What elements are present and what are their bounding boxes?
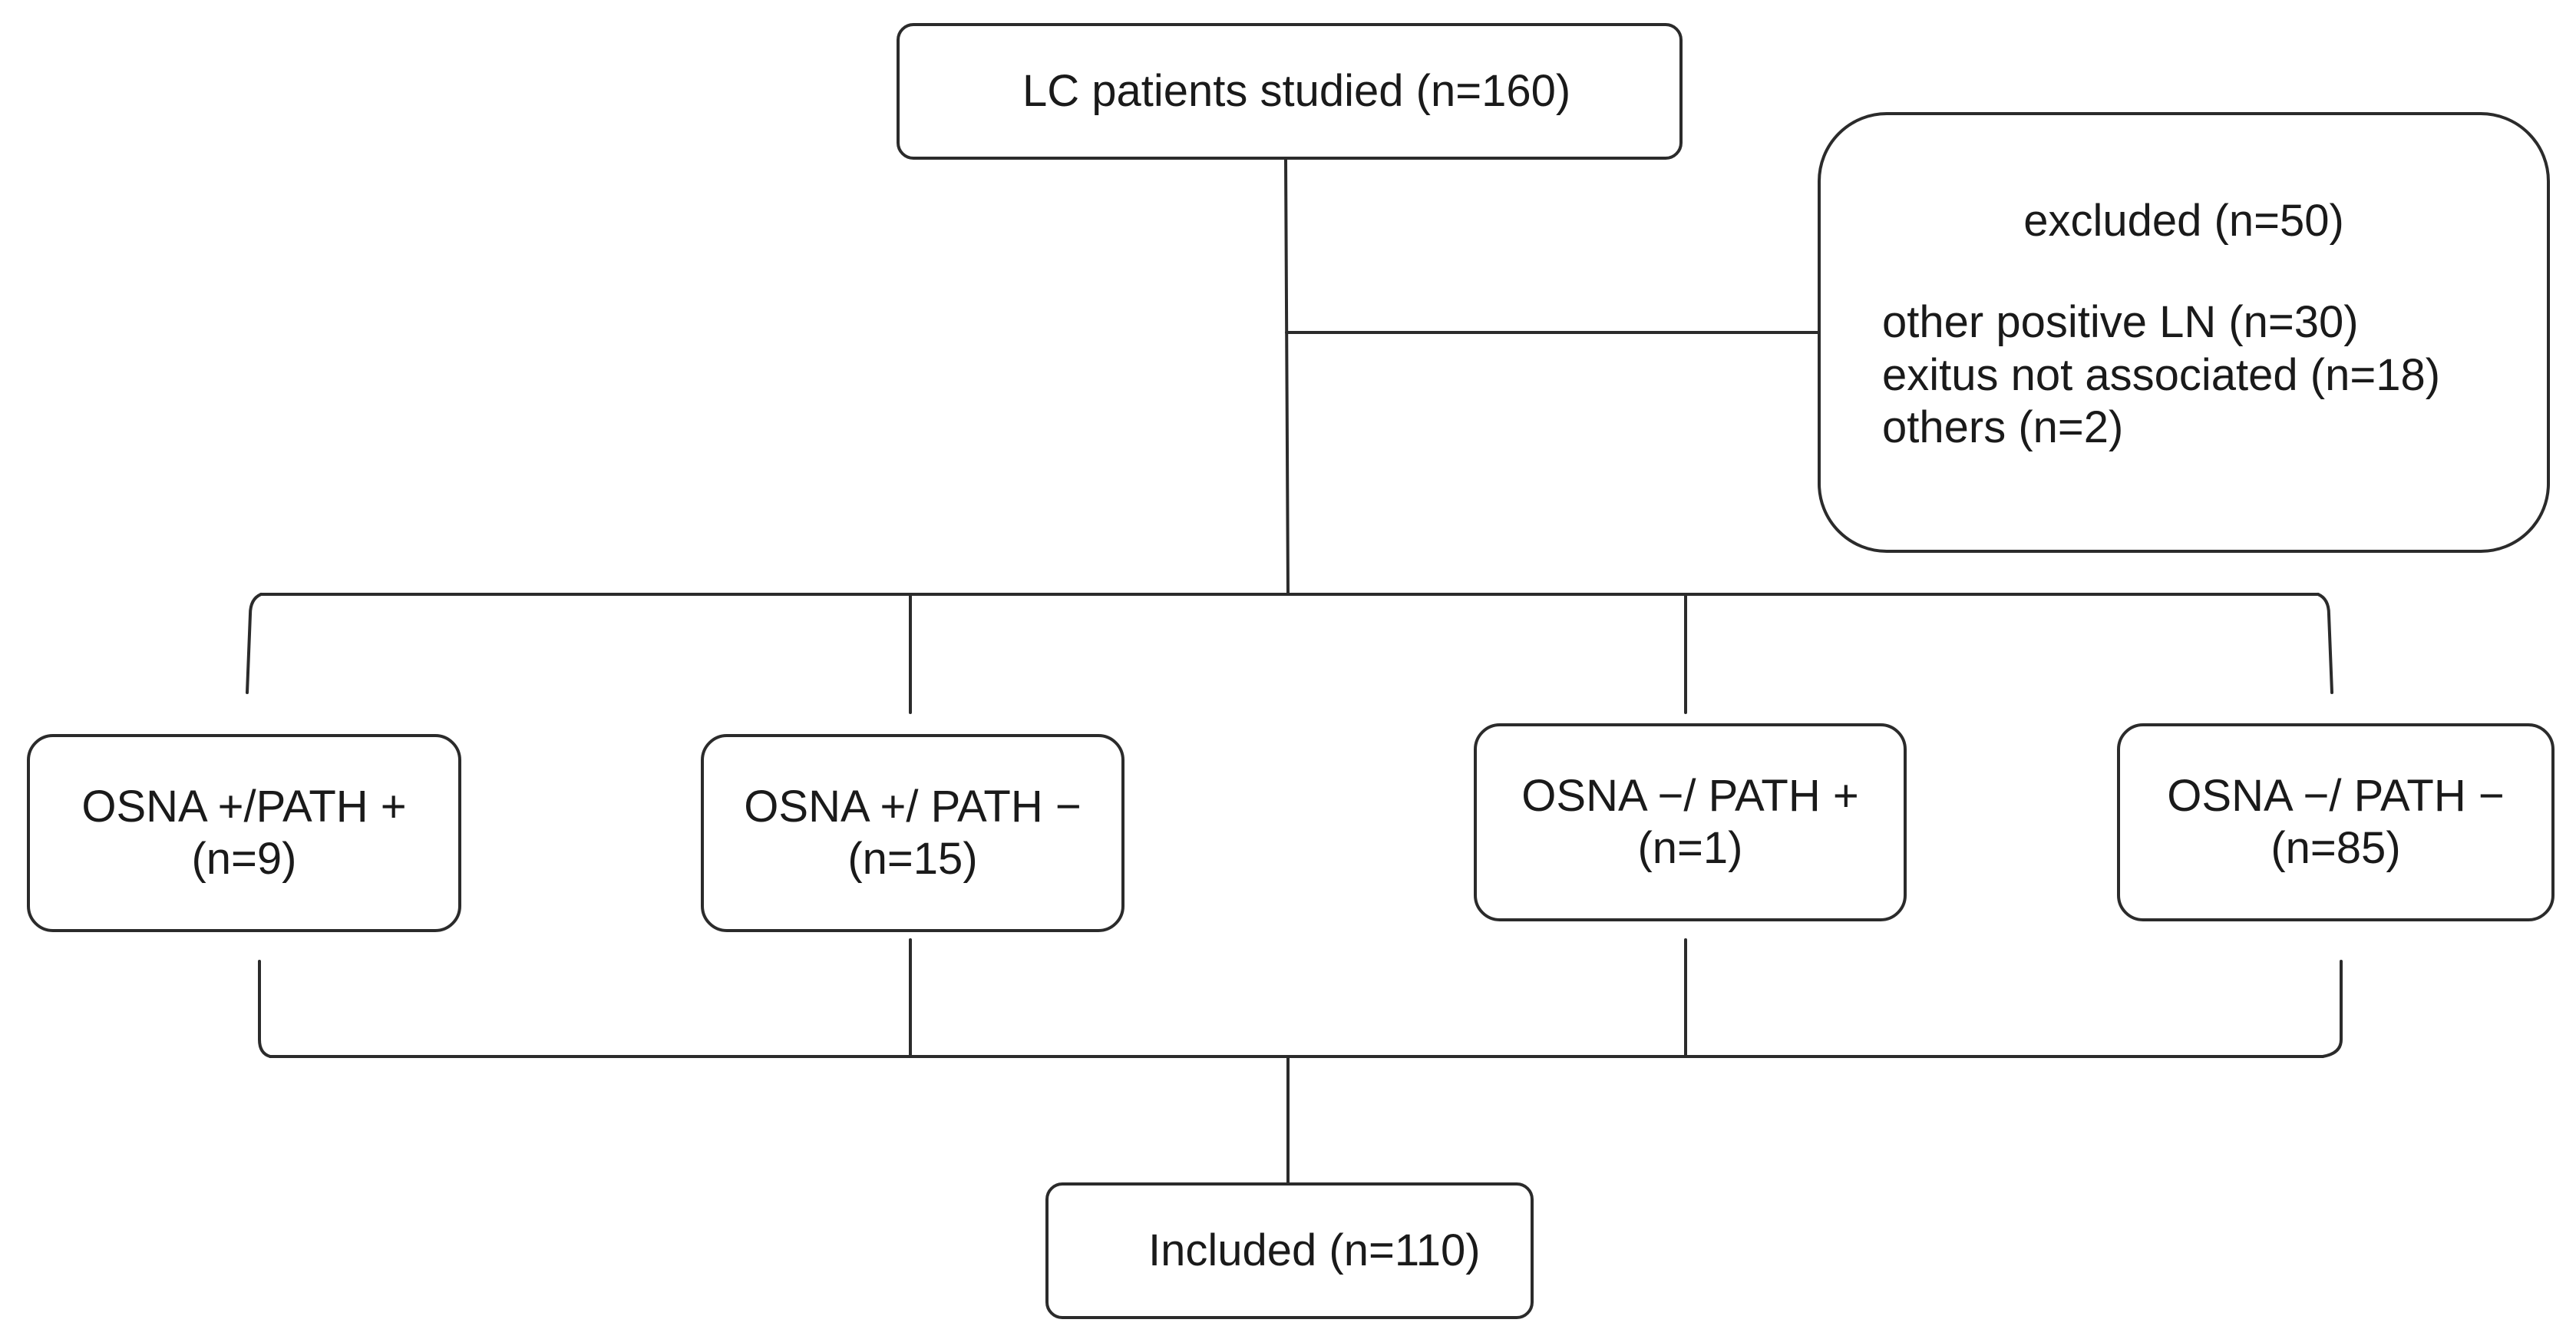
included-label: Included (n=110)	[1148, 1225, 1481, 1275]
bracket-right-top	[2317, 593, 2333, 694]
group-count: (n=9)	[191, 834, 297, 884]
excluded-reason: other positive LN (n=30)	[1882, 297, 2359, 348]
group-count: (n=1)	[1637, 823, 1743, 873]
box-group-osna-neg-path-pos: OSNA −/ PATH + (n=1)	[1474, 723, 1907, 921]
box-patients-studied: LC patients studied (n=160)	[897, 23, 1683, 160]
excluded-reason: exitus not associated (n=18)	[1882, 349, 2441, 400]
trunk-line-start	[1284, 158, 1290, 596]
excluded-reason: others (n=2)	[1882, 402, 2124, 453]
bracket-left-bottom	[258, 960, 272, 1058]
patients-studied-label: LC patients studied (n=160)	[1022, 65, 1571, 116]
box-group-osna-pos-path-pos: OSNA +/PATH + (n=9)	[27, 734, 461, 932]
group-label: OSNA +/ PATH −	[744, 781, 1082, 832]
box-included: Included (n=110)	[1045, 1182, 1534, 1319]
group-label: OSNA −/ PATH −	[2167, 770, 2505, 821]
group-count: (n=15)	[847, 834, 978, 884]
group-label: OSNA +/PATH +	[81, 781, 407, 832]
box-group-osna-pos-path-neg: OSNA +/ PATH − (n=15)	[701, 734, 1125, 932]
bracket-right-bottom	[2321, 960, 2343, 1058]
bracket-left-top	[246, 593, 263, 694]
box-group-osna-neg-path-neg: OSNA −/ PATH − (n=85)	[2117, 723, 2555, 921]
group-count: (n=85)	[2271, 823, 2401, 873]
group-label: OSNA −/ PATH +	[1521, 770, 1859, 821]
excluded-title: excluded (n=50)	[2023, 196, 2344, 246]
box-excluded: excluded (n=50) other positive LN (n=30)…	[1818, 112, 2550, 553]
